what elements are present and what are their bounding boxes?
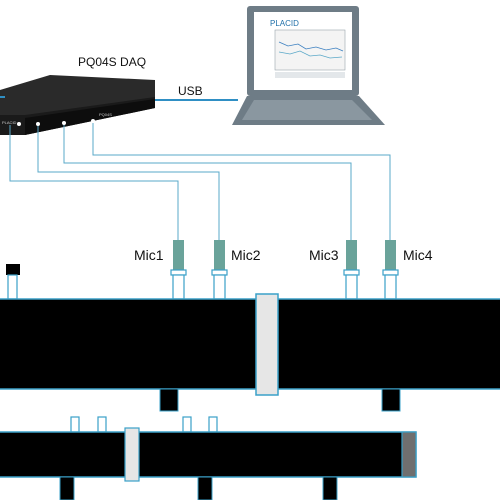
small-tube-sample-holder xyxy=(124,427,140,482)
mic2-port xyxy=(213,274,226,300)
small-tube-end-cap xyxy=(401,431,417,478)
small-tube-mic-port-4 xyxy=(208,416,218,433)
mic4-collar xyxy=(382,269,399,276)
small-impedance-tube xyxy=(0,416,417,500)
mic3-port xyxy=(345,274,358,300)
cable-mic2 xyxy=(37,126,220,240)
small-tube-support-1 xyxy=(59,476,75,500)
mic3-collar xyxy=(343,269,360,276)
small-tube-support-2 xyxy=(197,476,213,500)
daq-unit: PQ04S DAQ PLACID PQ04S xyxy=(0,55,155,135)
small-tube-body xyxy=(0,431,417,478)
daq-top-face xyxy=(0,75,155,118)
large-impedance-tube xyxy=(0,293,500,412)
mic2-body xyxy=(214,240,225,270)
cable-mic1 xyxy=(9,125,179,240)
daq-model-text: PQ04S xyxy=(99,112,112,117)
mic1-body xyxy=(173,240,184,270)
mic4-label: Mic4 xyxy=(403,247,433,263)
speaker-cap xyxy=(6,264,20,275)
microphone-2 xyxy=(211,240,228,300)
software-plot-curve-1 xyxy=(278,41,344,52)
mic4-body xyxy=(385,240,396,270)
mic2-label: Mic2 xyxy=(231,247,261,263)
software-plot-curve-2 xyxy=(278,50,343,59)
laptop: PLACID xyxy=(232,6,385,125)
daq-front-panel xyxy=(25,99,155,135)
mic3-body xyxy=(346,240,357,270)
software-plot-window xyxy=(274,29,346,71)
daq-connector-4 xyxy=(91,119,95,123)
mic3-label: Mic3 xyxy=(309,247,339,263)
large-tube-sample-holder xyxy=(255,293,279,396)
cable-mic4 xyxy=(92,123,391,240)
daq-connector-2 xyxy=(36,122,40,126)
microphone-3 xyxy=(343,240,360,300)
small-tube-support-3 xyxy=(322,476,338,500)
mic1-collar xyxy=(170,269,187,276)
small-tube-mic-port-2 xyxy=(97,416,107,433)
daq-connector-3 xyxy=(62,121,66,125)
daq-brand-text: PLACID xyxy=(2,120,17,125)
usb-label: USB xyxy=(178,84,203,98)
laptop-keyboard xyxy=(242,100,372,120)
mic1-port xyxy=(172,274,185,300)
large-tube-body xyxy=(0,298,500,390)
small-tube-mic-port-1 xyxy=(70,416,80,433)
mic-cables xyxy=(9,123,391,240)
daq-connector-1 xyxy=(17,122,21,126)
microphone-4 xyxy=(382,240,399,300)
mic1-label: Mic1 xyxy=(134,247,164,263)
small-tube-mic-port-3 xyxy=(182,416,192,433)
speaker-port xyxy=(7,274,18,300)
mic2-collar xyxy=(211,269,228,276)
software-status-strip xyxy=(275,72,345,78)
large-tube-support-right xyxy=(381,388,401,412)
laptop-brand-text: PLACID xyxy=(270,19,299,28)
microphone-1 xyxy=(170,240,187,300)
daq-label: PQ04S DAQ xyxy=(78,55,146,69)
mic4-port xyxy=(384,274,397,300)
large-tube-support-left xyxy=(159,388,179,412)
cable-mic3 xyxy=(63,125,352,240)
